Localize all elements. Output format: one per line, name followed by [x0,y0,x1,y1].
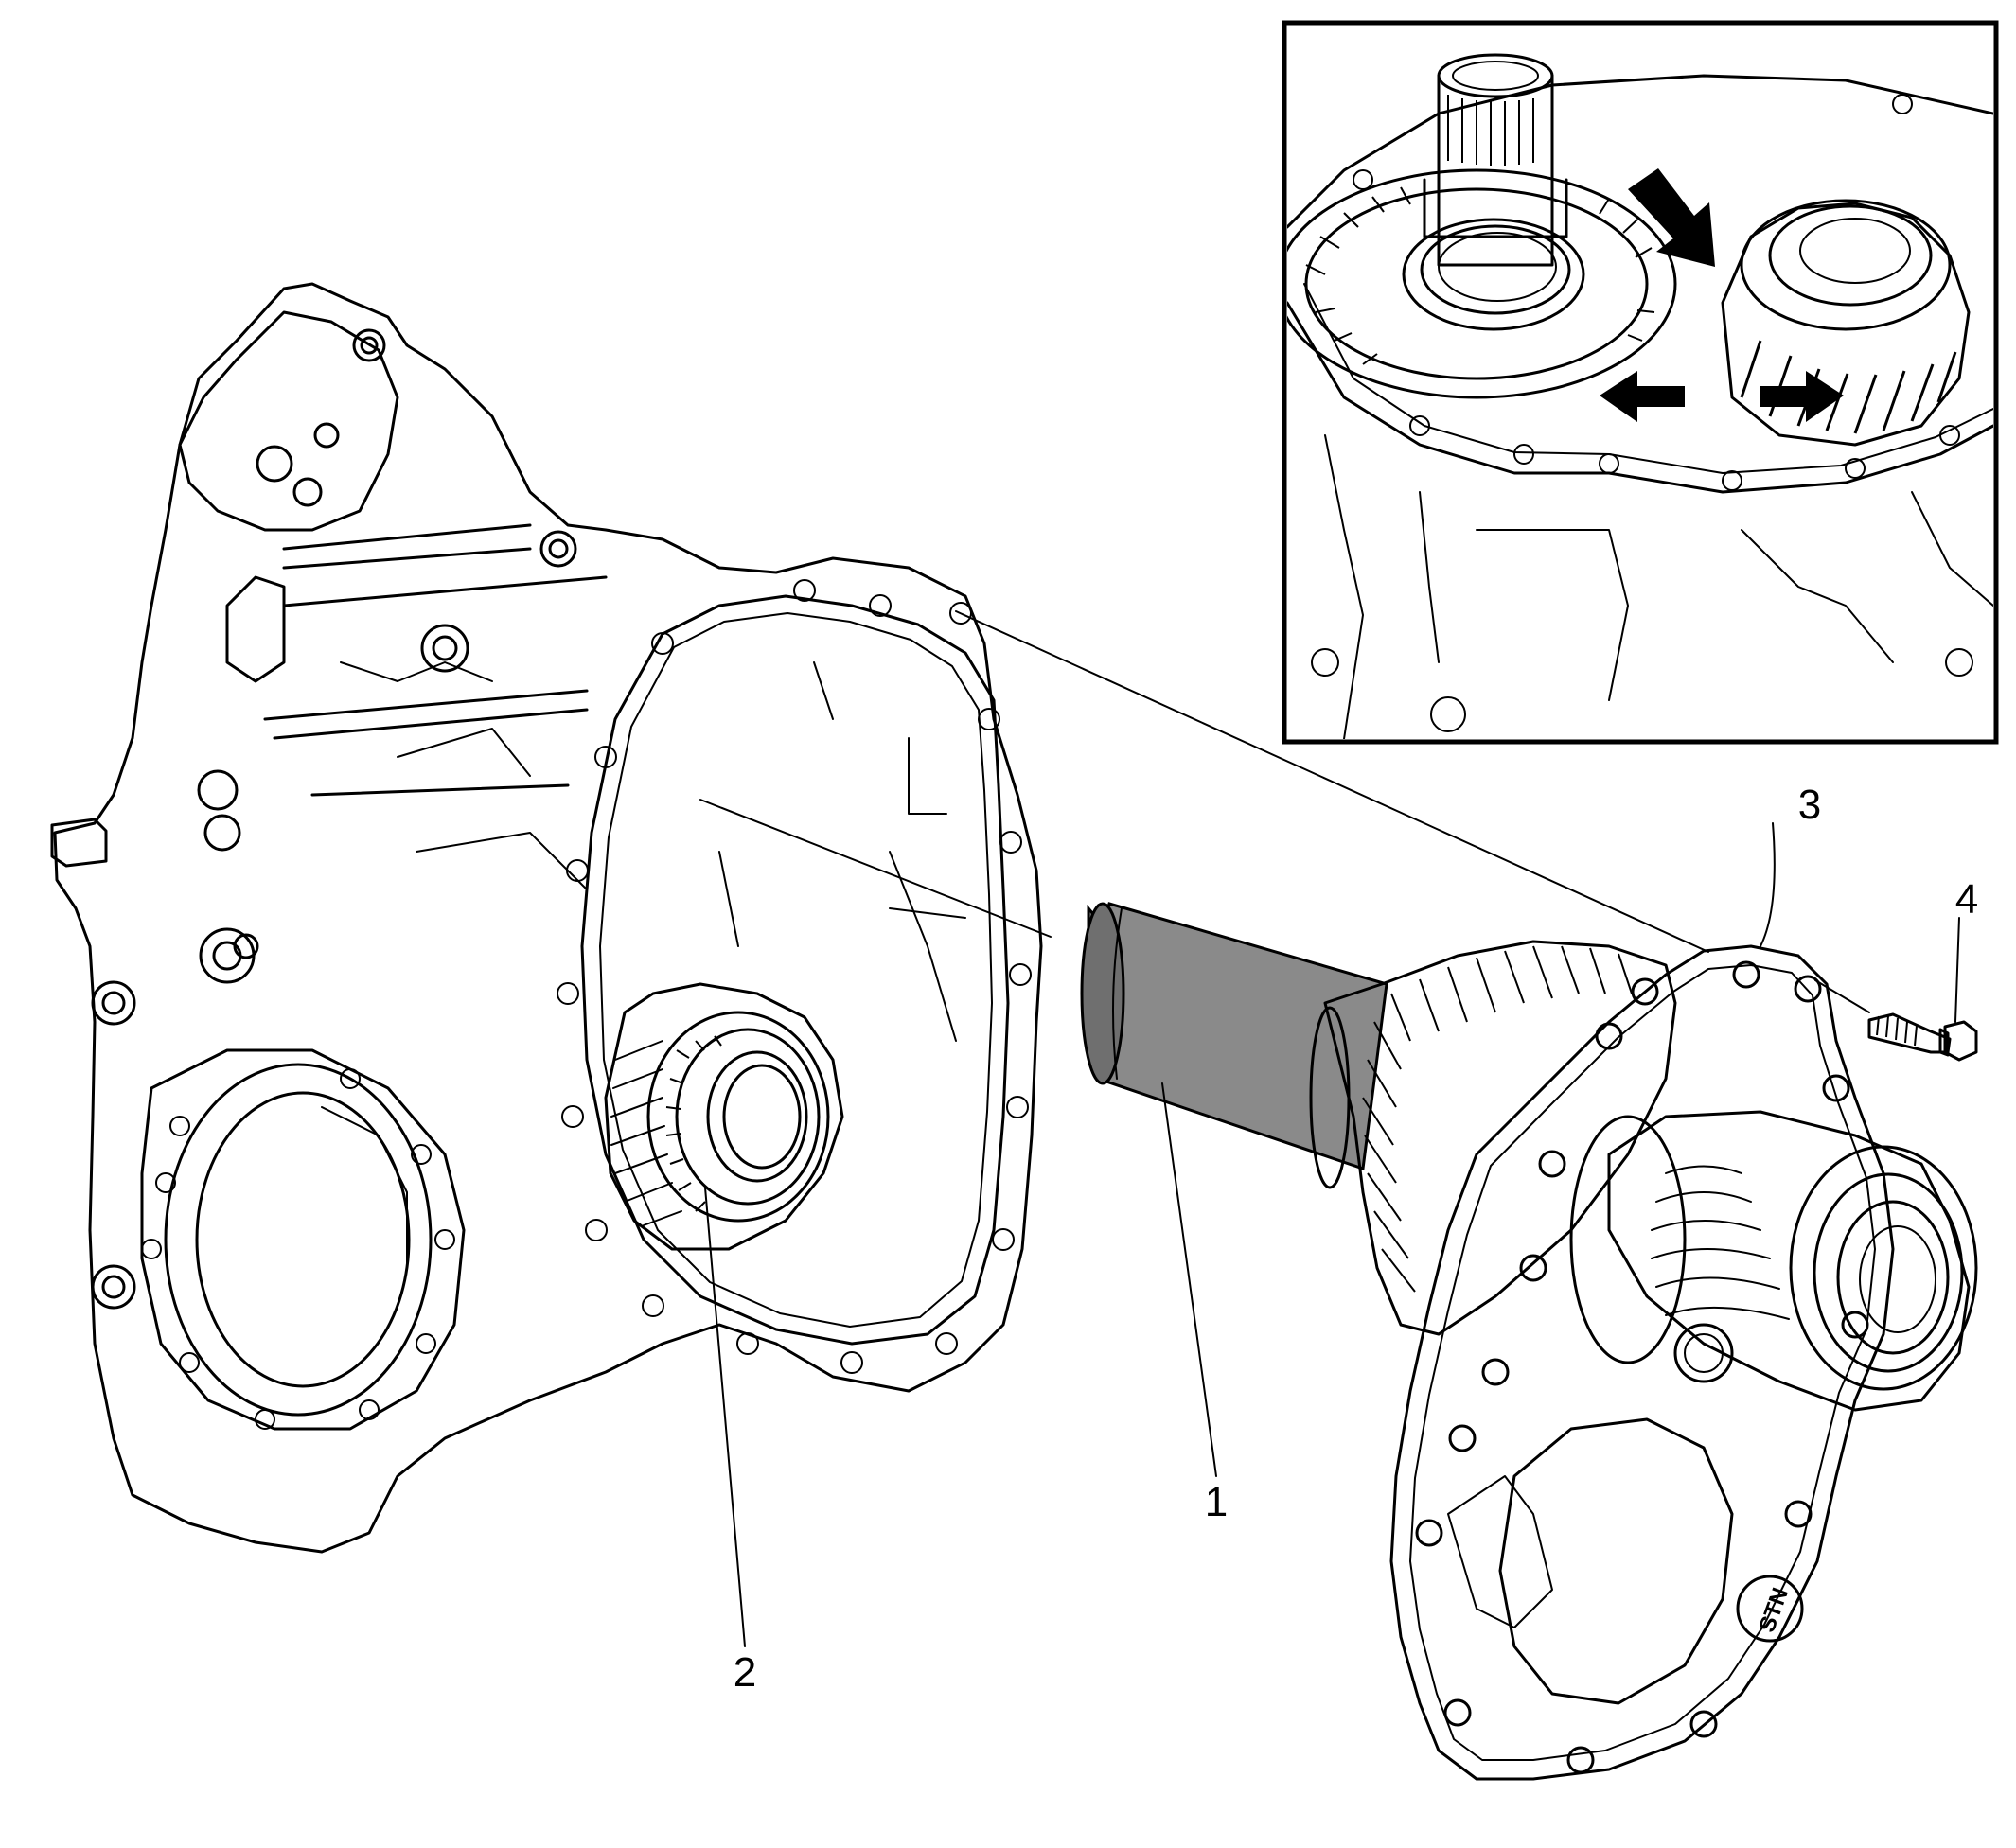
callout-leaders [704,822,1960,1647]
shaft-tool [1080,902,1388,1171]
cover-bolt [1867,1012,1978,1062]
arrow-right-icon [1760,371,1844,422]
housing-bolt-holes [557,579,1032,1374]
transmission-housing [50,282,1043,1554]
pinion-gear-assembly [604,982,844,1251]
callout-3: 3 [1798,782,1821,828]
callout-2: 2 [734,1649,756,1696]
stamp-text: STN [1754,1584,1794,1635]
transfer-case-cover: STN [1309,940,1978,1781]
arrow-down-right-icon [1628,168,1715,267]
mesh-arrows [1600,168,1844,422]
arrow-left-icon [1600,371,1685,422]
inset-detail [1282,20,1999,745]
alignment-guides [699,610,1870,1013]
cover-bolt-holes [1415,960,1869,1774]
callout-1: 1 [1205,1479,1228,1525]
callout-4: 4 [1955,876,1978,923]
